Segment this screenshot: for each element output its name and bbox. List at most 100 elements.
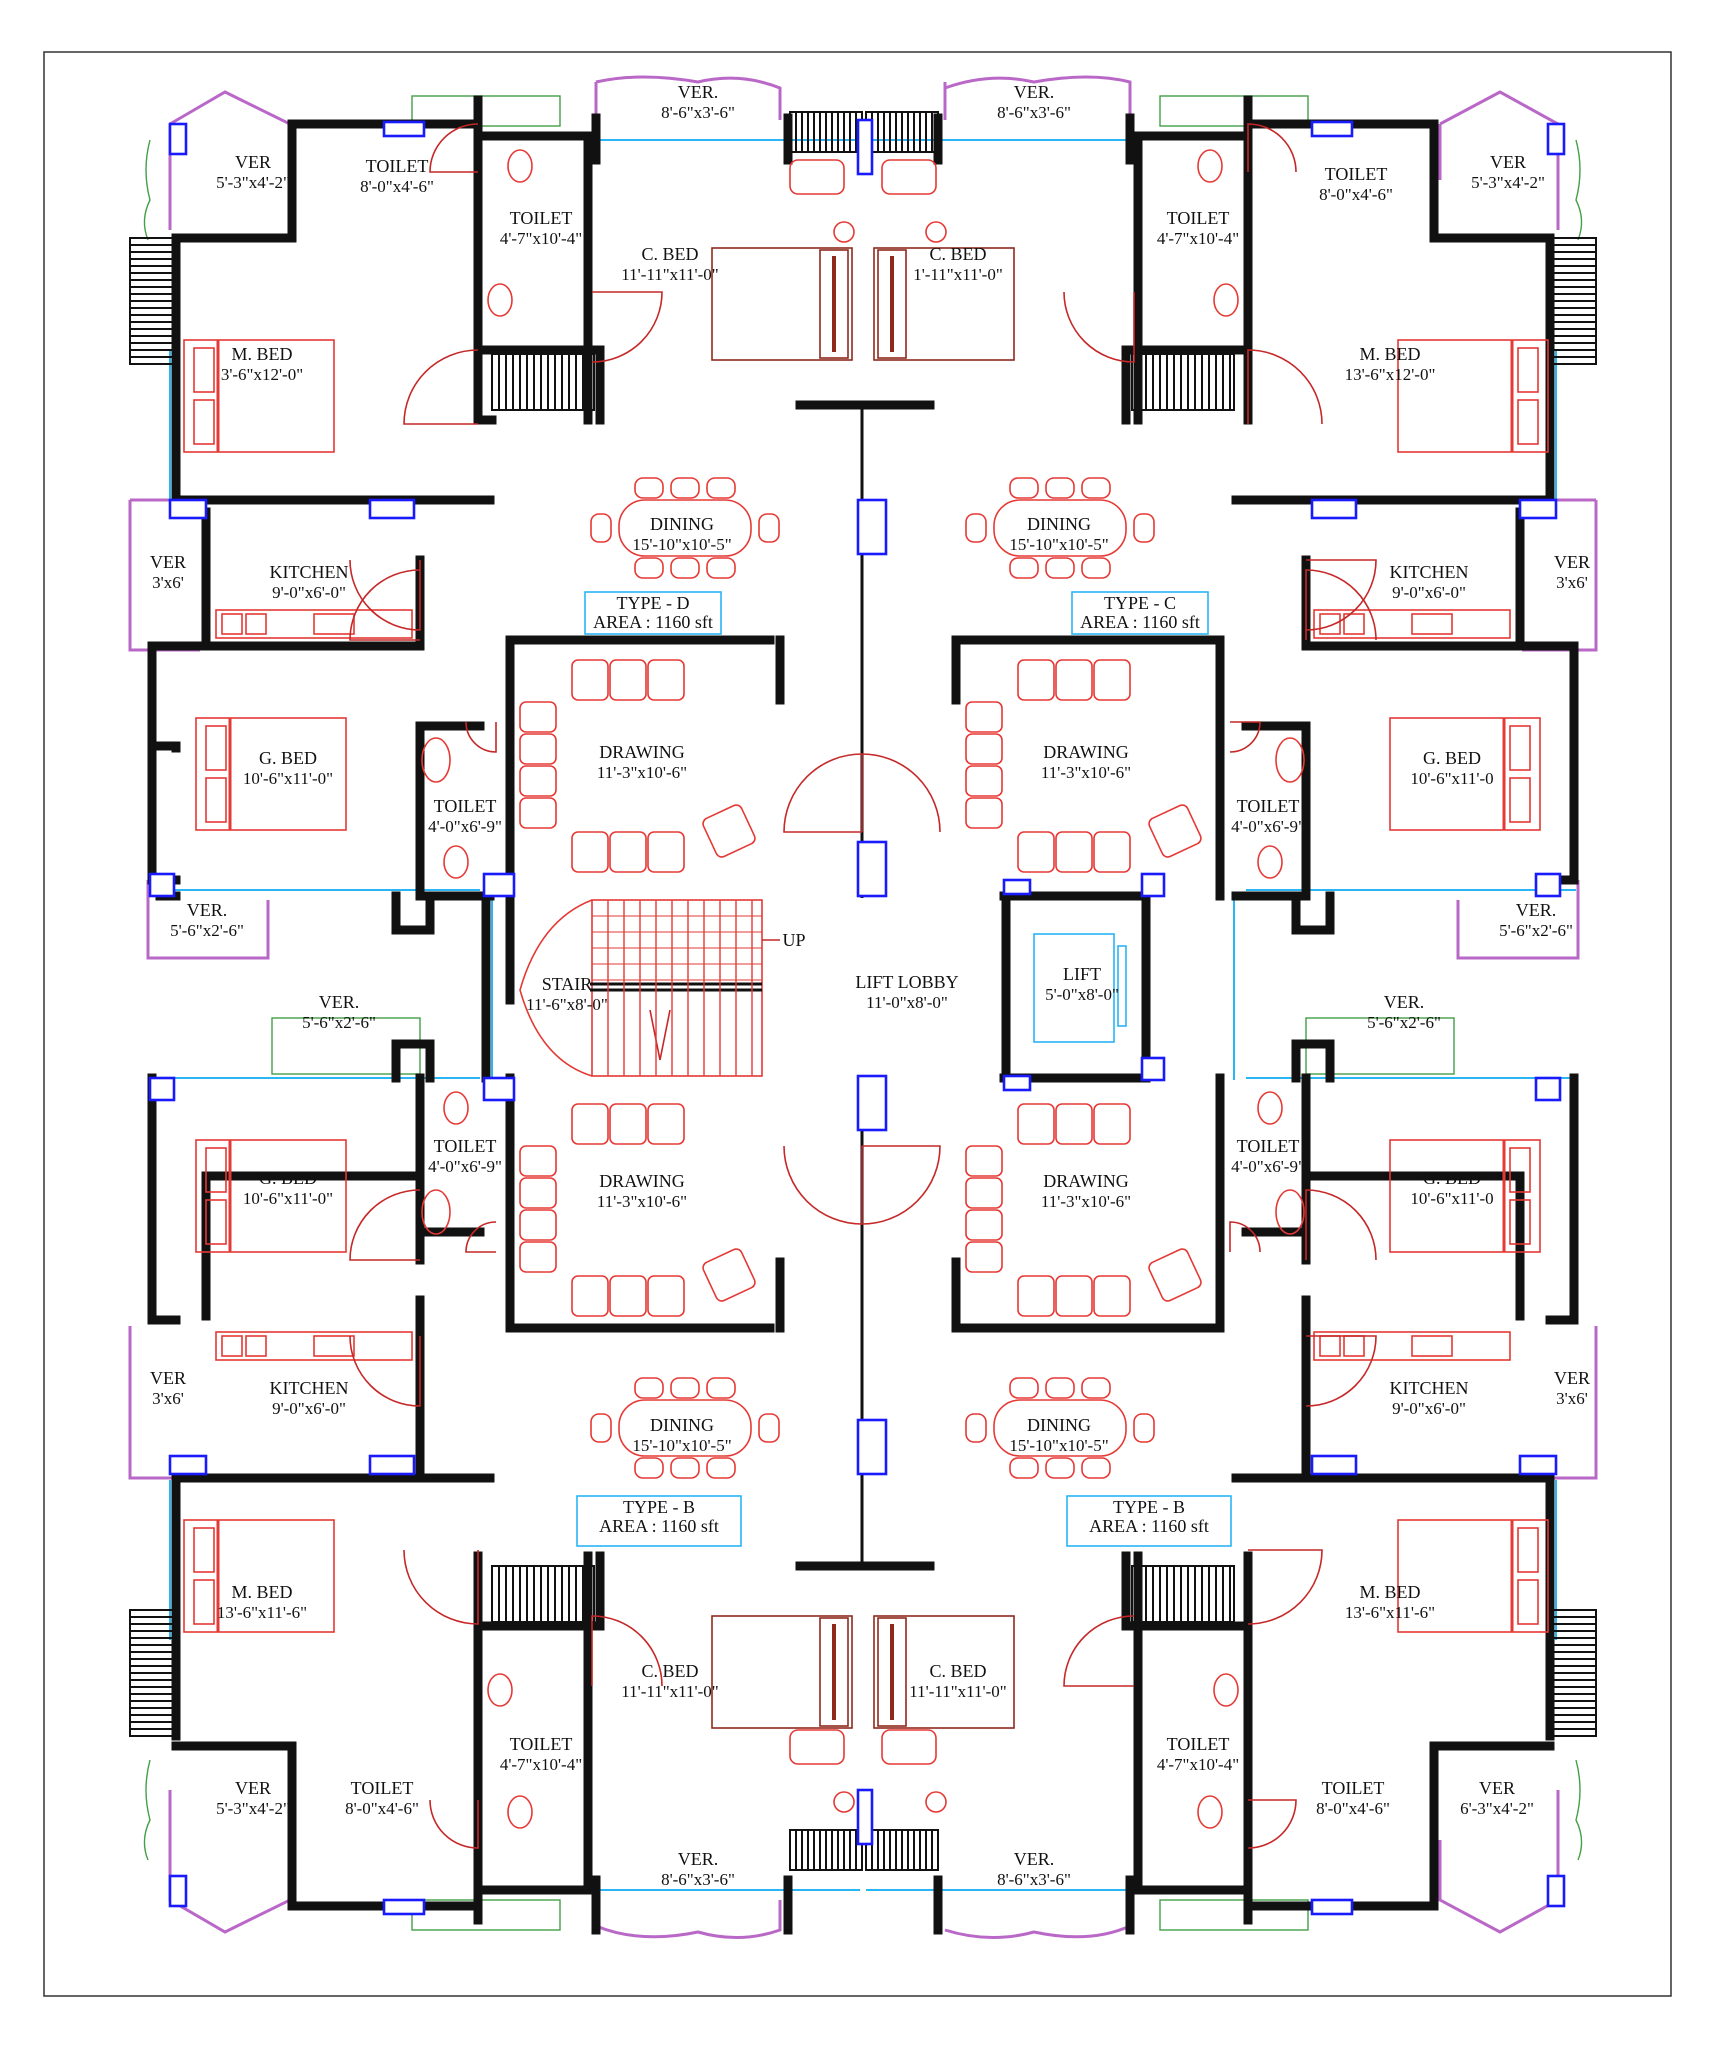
room-dimension: 5'-3"x4'-2" [1471, 173, 1545, 192]
room-name: TOILET [1322, 1778, 1385, 1798]
room-name: DINING [650, 1415, 714, 1435]
unit-area: AREA : 1160 sft [593, 612, 713, 632]
room-label-ver-bot-l: VER.8'-6"x3'-6" [661, 1849, 735, 1889]
room-dimension: 3'-6"x12'-0" [221, 365, 303, 384]
room-name: TOILET [1325, 164, 1388, 184]
room-label-ver-r2: VER.5'-6"x2'-6" [1367, 992, 1441, 1032]
room-dimension: 8'-6"x3'-6" [661, 1870, 735, 1889]
stair-treads [592, 900, 762, 1076]
room-labels: VER5'-3"x4'-2"TOILET8'-0"x4'-6"TOILET4'-… [150, 82, 1590, 1889]
room-dimension: 11'-11"x11'-0" [621, 1682, 718, 1701]
room-dimension: 5'-3"x4'-2" [216, 1799, 290, 1818]
room-name: M. BED [1359, 1582, 1420, 1602]
room-name: C. BED [641, 244, 698, 264]
unit-type: TYPE - B [1113, 1497, 1185, 1517]
room-dimension: 10'-6"x11'-0 [1410, 1189, 1493, 1208]
room-label-ver-bot-r: VER.8'-6"x3'-6" [997, 1849, 1071, 1889]
room-name: TOILET [1237, 796, 1300, 816]
room-name: KITCHEN [270, 1378, 349, 1398]
doors [349, 123, 1377, 1849]
room-name: G. BED [259, 1168, 317, 1188]
room-dimension: 3'x6' [1556, 1389, 1588, 1408]
room-name: DRAWING [1043, 742, 1129, 762]
room-dimension: 4'-0"x6'-9" [1231, 817, 1305, 836]
room-name: TOILET [434, 1136, 497, 1156]
room-name: DINING [650, 514, 714, 534]
room-name: VER. [319, 992, 360, 1012]
room-dimension: 11'-6"x8'-0" [526, 995, 608, 1014]
room-name: M. BED [1359, 344, 1420, 364]
room-dimension: 5'-6"x2'-6" [170, 921, 244, 940]
unit-area: AREA : 1160 sft [1080, 612, 1200, 632]
stair-up-label: UP [782, 930, 805, 950]
room-name: LIFT [1063, 964, 1101, 984]
unit-tag-box [1071, 591, 1209, 635]
room-dimension: 5'-0"x8'-0" [1045, 985, 1119, 1004]
unit-type: TYPE - C [1104, 593, 1176, 613]
room-name: VER [1490, 152, 1526, 172]
planting [143, 95, 1583, 1931]
room-dimension: 15'-10"x10'-5" [1009, 535, 1108, 554]
central-stair [519, 899, 780, 1077]
room-name: G. BED [259, 748, 317, 768]
room-name: KITCHEN [270, 562, 349, 582]
room-name: VER. [1014, 82, 1055, 102]
room-dimension: 3'x6' [1556, 573, 1588, 592]
room-dimension: 5'-6"x2'-6" [302, 1013, 376, 1032]
room-name: TOILET [366, 156, 429, 176]
room-dimension: 10'-6"x11'-0" [243, 769, 333, 788]
unit-area: AREA : 1160 sft [599, 1516, 719, 1536]
room-label-ver-l2: VER.5'-6"x2'-6" [302, 992, 376, 1032]
room-dimension: 1'-11"x11'-0" [913, 265, 1003, 284]
room-name: VER. [1516, 900, 1557, 920]
room-dimension: 4'-7"x10'-4" [1157, 229, 1239, 248]
room-dimension: 5'-3"x4'-2" [216, 173, 290, 192]
room-name: TOILET [510, 208, 573, 228]
room-dimension: 10'-6"x11'-0 [1410, 769, 1493, 788]
room-name: DRAWING [599, 742, 685, 762]
room-dimension: 15'-10"x10'-5" [632, 1436, 731, 1455]
room-name: TOILET [1237, 1136, 1300, 1156]
windows [148, 118, 1566, 1916]
room-label-ver-top-r: VER.8'-6"x3'-6" [997, 82, 1071, 122]
unit-type: TYPE - D [617, 593, 690, 613]
room-name: VER [235, 1778, 271, 1798]
room-name: DRAWING [1043, 1171, 1129, 1191]
room-label-ver-l1: VER.5'-6"x2'-6" [170, 900, 244, 940]
unit-tag-box [584, 591, 722, 635]
room-dimension: 13'-6"x12'-0" [1345, 365, 1436, 384]
room-dimension: 9'-0"x6'-0" [272, 1399, 346, 1418]
